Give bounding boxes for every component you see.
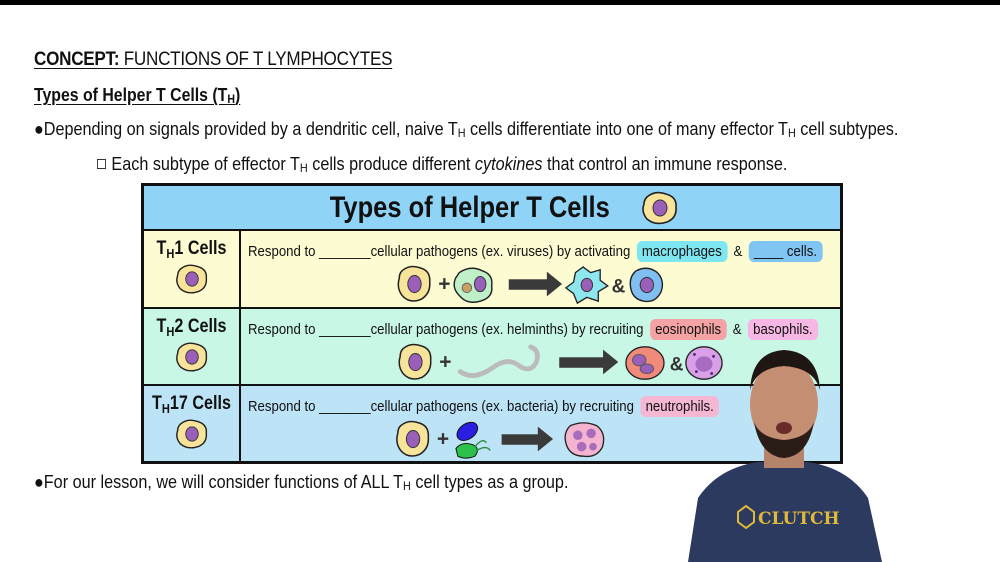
basophil-icon (685, 346, 723, 380)
row-label-cell: TH17 Cells (144, 386, 241, 461)
helper-t-cells-table: Types of Helper T Cells TH1 Cells Respon… (141, 183, 843, 464)
concept-label: CONCEPT: (34, 49, 120, 70)
cytotoxic-cell-icon (629, 267, 664, 303)
right-arrow-icon (501, 426, 554, 452)
row-description: Respond to _______cellular pathogens (ex… (248, 241, 825, 262)
bullet-depending-on-signals: ●Depending on signals provided by a dend… (34, 119, 899, 140)
clutch-hexagon-logo-icon (737, 504, 755, 530)
bacteria-icon (455, 421, 491, 459)
t-cell-icon (398, 343, 432, 380)
shirt-logo-text: CLUTCH (758, 509, 840, 529)
section-heading: Types of Helper T Cells (TH) (34, 85, 241, 106)
th17-recruit-diagram: + (396, 420, 605, 459)
eosinophil-icon (625, 346, 665, 380)
svg-text:+: + (437, 428, 449, 451)
neutrophils-pill: neutrophils. (640, 396, 720, 417)
t-cell-icon (175, 342, 207, 372)
concept-text: FUNCTIONS OF T LYMPHOCYTES (123, 49, 393, 70)
table-title: Types of Helper T Cells (329, 190, 611, 224)
t-cell-icon (175, 264, 207, 294)
svg-text:+: + (438, 273, 450, 296)
row-label-cell: TH2 Cells (144, 309, 241, 384)
checkbox-square-icon (97, 159, 106, 169)
svg-text:&: & (670, 355, 684, 376)
macrophages-pill: macrophages (636, 241, 728, 262)
table-header: Types of Helper T Cells (144, 186, 840, 231)
neutrophil-icon (564, 422, 605, 458)
t-cell-icon (396, 420, 430, 457)
bullet-lesson-note: ●For our lesson, we will consider functi… (34, 472, 569, 493)
infected-cell-icon (453, 267, 493, 303)
table-row-th1: TH1 Cells Respond to _______cellular pat… (144, 231, 840, 309)
sub-bullet-cytokines: Each subtype of effector TH cells produc… (97, 154, 787, 175)
table-row-th17: TH17 Cells Respond to _______cellular pa… (144, 386, 840, 461)
row-label: TH17 Cells (152, 393, 231, 416)
row-label-cell: TH1 Cells (144, 231, 241, 307)
th2-recruit-diagram: + & (398, 343, 723, 380)
basophils-pill: basophils. (747, 319, 818, 340)
svg-text:&: & (612, 277, 626, 298)
t-cell-icon (397, 265, 431, 302)
concept-title: CONCEPT: FUNCTIONS OF T LYMPHOCYTES (34, 49, 393, 71)
eosinophils-pill: eosinophils (649, 319, 727, 340)
table-row-th2: TH2 Cells Respond to _______cellular pat… (144, 309, 840, 386)
t-cell-icon (641, 191, 677, 224)
macrophage-icon (564, 266, 610, 305)
right-arrow-icon (559, 349, 619, 375)
row-description: Respond to _______cellular pathogens (ex… (248, 319, 821, 340)
row-description: Respond to _______cellular pathogens (ex… (248, 396, 722, 417)
row-label: TH2 Cells (156, 316, 227, 339)
video-top-bar (0, 0, 1000, 5)
row-label: TH1 Cells (156, 238, 227, 261)
th1-activation-diagram: + & (397, 265, 664, 305)
svg-text:+: + (439, 351, 451, 374)
presenter-video-overlay: CLUTCH (688, 350, 882, 562)
right-arrow-icon (508, 271, 563, 297)
blank-cells-pill: ____ cells. (748, 241, 823, 262)
helminth-worm-icon (457, 344, 540, 378)
t-cell-icon (175, 419, 207, 449)
